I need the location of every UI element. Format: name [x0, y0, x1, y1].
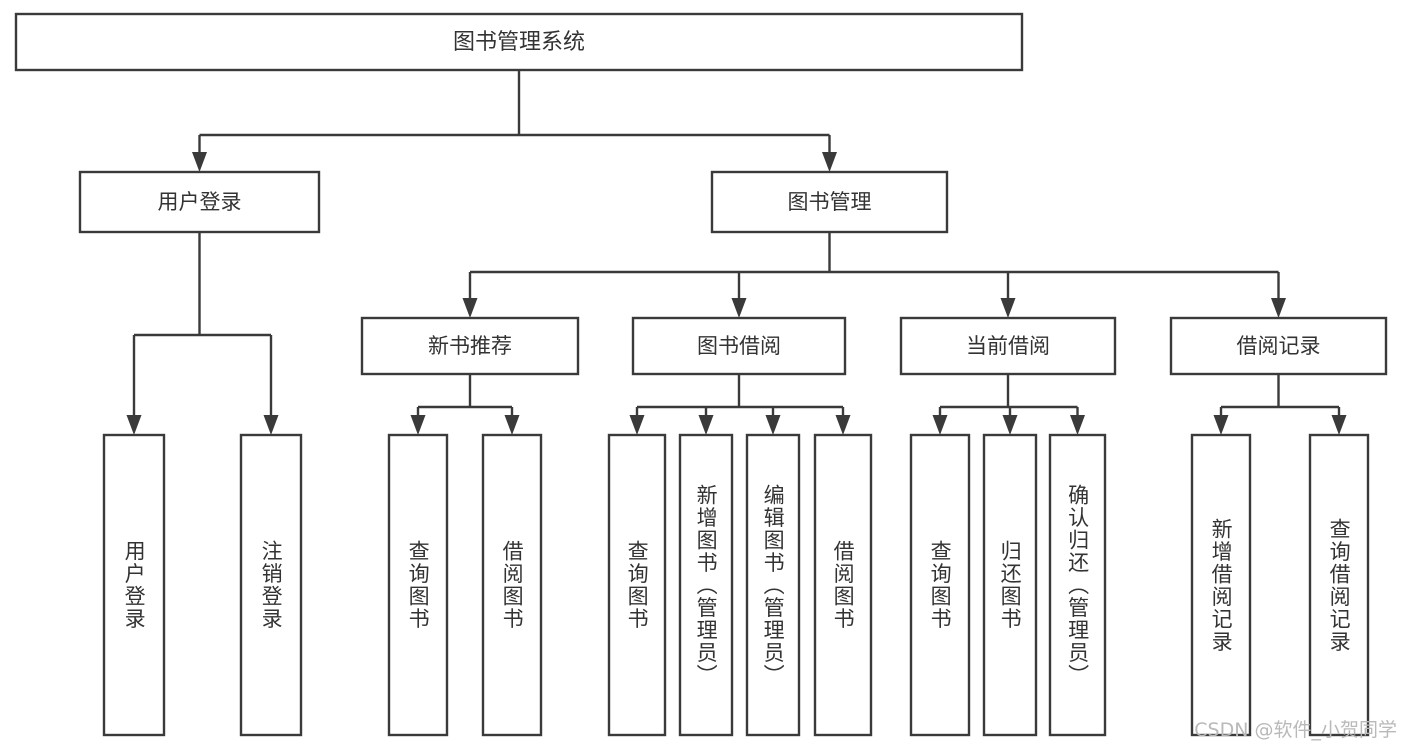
node-label: 图书管理系统 — [453, 30, 585, 55]
arrow-head-icon — [126, 415, 142, 435]
node-label: 用户登录 — [158, 190, 242, 214]
arrow-head-icon — [731, 298, 747, 318]
arrow-head-icon — [822, 152, 837, 172]
node-leaf-7[interactable] — [813, 433, 873, 737]
arrow-head-icon — [698, 415, 714, 435]
node-level3-0[interactable] — [360, 316, 580, 376]
connectors-layer — [126, 70, 1347, 435]
node-level2-0[interactable] — [78, 170, 321, 234]
node-level3-1[interactable] — [631, 316, 847, 376]
arrow-head-icon — [1331, 415, 1347, 435]
node-leaf-3[interactable] — [481, 433, 543, 737]
arrow-head-icon — [765, 415, 781, 435]
arrow-head-icon — [1070, 415, 1085, 435]
node-leaf-11[interactable] — [1190, 433, 1252, 737]
node-root[interactable] — [14, 12, 1024, 72]
arrow-head-icon — [263, 415, 279, 435]
node-leaf-10[interactable] — [1048, 433, 1107, 737]
node-level2-1[interactable] — [710, 170, 949, 234]
node-leaf-2[interactable] — [387, 433, 449, 737]
boxes-layer — [14, 12, 1388, 737]
node-leaf-0[interactable] — [102, 433, 166, 737]
node-leaf-9[interactable] — [982, 433, 1038, 737]
arrow-head-icon — [835, 415, 851, 435]
arrow-head-icon — [1000, 298, 1016, 318]
arrow-head-icon — [1271, 298, 1286, 318]
node-label: 图书管理 — [788, 190, 872, 214]
arrow-head-icon — [504, 415, 520, 435]
node-leaf-5[interactable] — [678, 433, 734, 737]
node-leaf-12[interactable] — [1308, 433, 1370, 737]
arrow-head-icon — [410, 415, 426, 435]
node-leaf-8[interactable] — [909, 433, 971, 737]
arrow-head-icon — [629, 415, 645, 435]
node-label: 新书推荐 — [428, 334, 512, 358]
node-leaf-1[interactable] — [239, 433, 303, 737]
node-label: 借阅记录 — [1237, 334, 1321, 358]
node-leaf-4[interactable] — [607, 433, 667, 737]
node-leaf-6[interactable] — [745, 433, 801, 737]
arrow-head-icon — [192, 152, 207, 172]
arrow-head-icon — [1213, 415, 1229, 435]
arrow-head-icon — [462, 298, 478, 318]
arrow-head-icon — [932, 415, 948, 435]
node-level3-2[interactable] — [899, 316, 1117, 376]
node-level3-3[interactable] — [1169, 316, 1388, 376]
node-label: 图书借阅 — [697, 334, 781, 358]
node-label: 当前借阅 — [966, 334, 1050, 358]
arrow-head-icon — [1002, 415, 1018, 435]
